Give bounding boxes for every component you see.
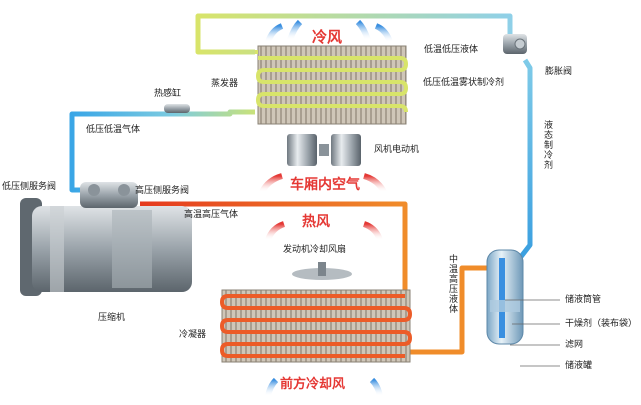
liquid-refrigerant-label: 液态制冷剂 — [542, 120, 552, 170]
front-cooling-air-label: 前方冷却风 — [280, 377, 346, 392]
low-pressure-low-temp-gas-label: 低压低温气体 — [86, 125, 141, 135]
evaporator-label: 蒸发器 — [211, 79, 239, 89]
receiver-drier-label: 储液罐 — [565, 361, 593, 371]
sensor-bulb-label: 热感缸 — [154, 89, 182, 99]
liquid-refrigerant-pipe — [518, 58, 533, 260]
high-temp-high-pressure-gas-label: 高温高压气体 — [184, 210, 239, 220]
receiver-tube-label: 储液筒管 — [565, 295, 602, 305]
condenser-label: 冷凝器 — [179, 330, 207, 340]
mid-temp-high-pressure-liquid-label: 中温高压液体 — [447, 254, 457, 314]
fan-motor-shape — [287, 134, 361, 166]
condenser-unit — [219, 289, 413, 363]
receiver-drier-shape — [486, 249, 524, 345]
mid-temp-liquid-pipe — [405, 265, 490, 355]
low-pressure-gas-pipe — [69, 109, 255, 193]
cold-air-arrows — [265, 19, 393, 44]
cold-air-label: 冷风 — [312, 28, 343, 46]
engine-cooling-fan-label: 发动机冷却风扇 — [283, 245, 347, 255]
sensor-bulb-shape — [164, 104, 190, 113]
hot-air-arrows — [265, 221, 383, 242]
low-temp-mist-refrigerant-label: 低压低温雾状制冷剂 — [423, 78, 505, 88]
hot-air-label: 热风 — [302, 214, 330, 230]
desiccant-label: 干燥剂（装布袋） — [565, 319, 638, 329]
leader-lines — [505, 299, 560, 367]
compressor-shape — [20, 182, 192, 296]
expansion-valve-shape — [503, 34, 527, 54]
cabin-air-arrows — [259, 173, 387, 194]
top-supply-pipe — [195, 13, 513, 55]
compressor-label: 压缩机 — [98, 313, 126, 323]
high-pressure-gas-pipe — [140, 201, 408, 292]
evaporator-unit — [255, 45, 409, 125]
low-temp-low-pressure-liquid-label: 低温低压液体 — [424, 45, 479, 55]
expansion-valve-label: 膨胀阀 — [545, 67, 573, 77]
filter-screen-label: 滤网 — [565, 340, 584, 350]
cabin-air-label: 车厢内空气 — [290, 177, 360, 193]
high-side-service-valve-label: 高压侧服务阀 — [135, 186, 190, 196]
engine-cooling-fan-shape — [292, 262, 352, 280]
fan-motor-label: 风机电动机 — [374, 145, 420, 155]
front-air-arrows — [265, 377, 383, 397]
low-side-service-valve-label: 低压侧服务阀 — [2, 182, 57, 192]
